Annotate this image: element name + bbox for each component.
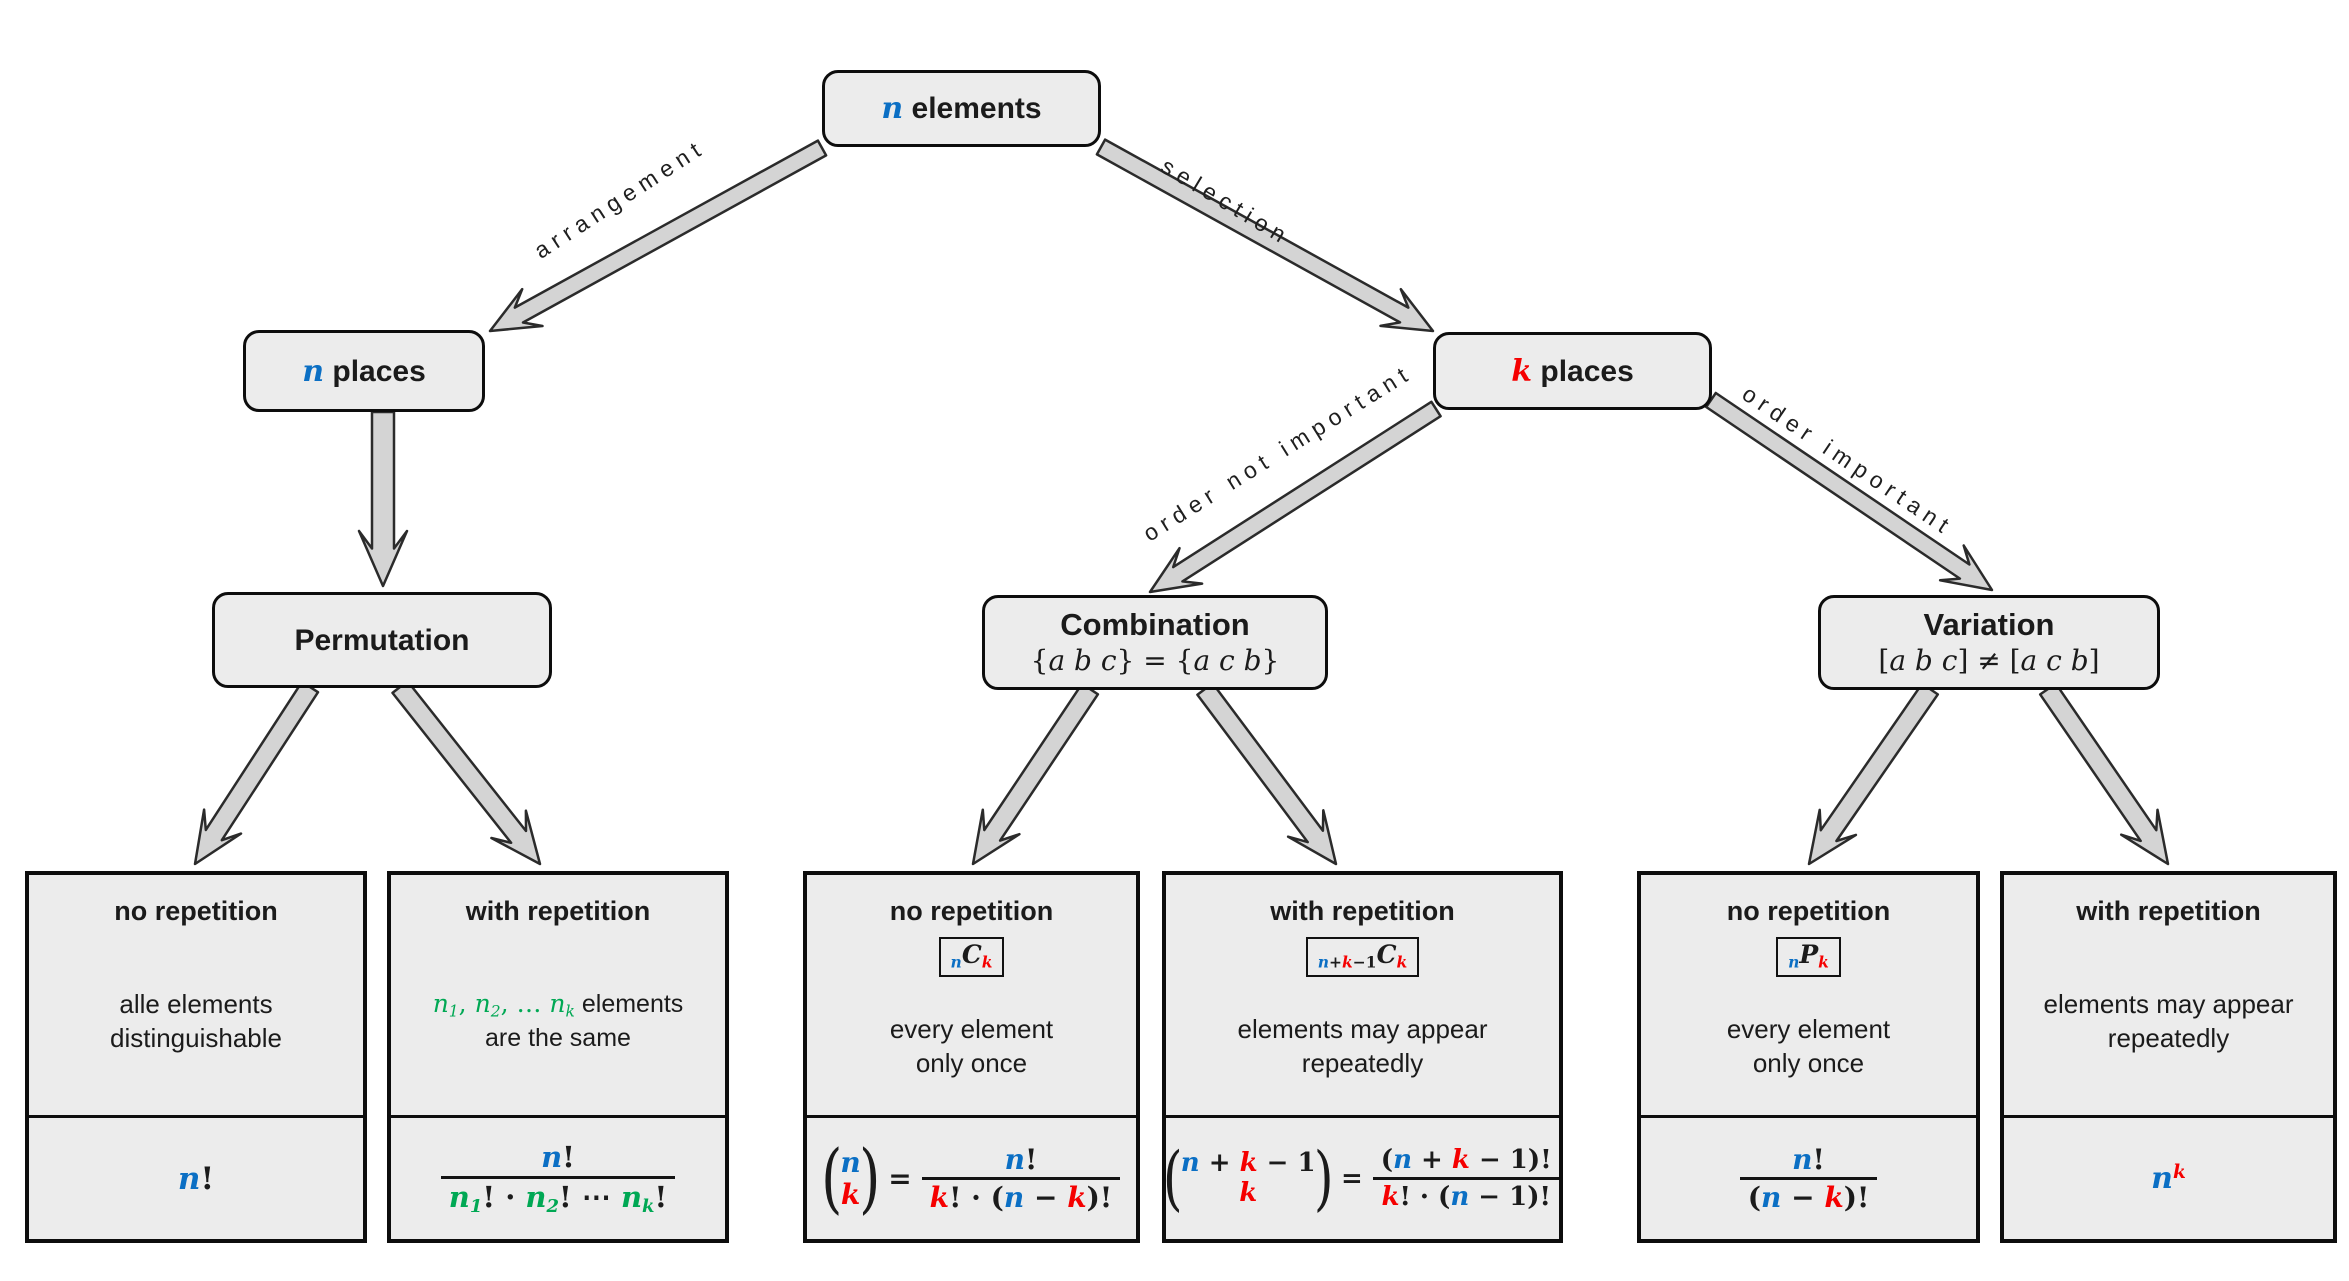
node-title: k places [1511,353,1634,389]
leaf-formula: nk [2004,1115,2333,1239]
leaf-heading: with repetition [2076,896,2261,926]
connector-arrow [193,680,320,866]
leaf-body: every element only once [889,1013,1054,1079]
binomial-coefficient: ( n k ) [820,1134,881,1223]
leaf-heading: no repetition [889,896,1054,926]
leaf-heading: no repetition [114,896,278,926]
leaf-formula: n! (n − k)! [1641,1115,1976,1239]
binomial-coefficient: ( n + k − 1 k ) [1163,1136,1334,1219]
leaf-combination-no-repetition: no repetition nCk every element only onc… [803,871,1140,1243]
leaf-combination-with-repetition: with repetition n+k−1Ck elements may app… [1162,871,1563,1243]
left-paren: ( [820,1134,843,1223]
node-n-places: n places [243,330,485,412]
connector-arrow [2038,682,2170,866]
leaf-formula: n! [29,1115,363,1239]
formula-symbol-badge: nCk [938,936,1005,978]
connector-arrow [1196,682,1338,866]
leaf-formula: ( n k ) = n! k! · (n − k)! [807,1115,1136,1239]
leaf-heading: with repetition [1270,896,1455,926]
leaf-variation-no-repetition: no repetition nPk every element only onc… [1637,871,1980,1243]
node-title: n places [302,353,426,389]
leaf-body: n1, n2, … nk elements are the same [432,988,684,1052]
leaf-formula: ( n + k − 1 k ) = (n + k − 1)! k! · (n −… [1163,1115,1560,1239]
right-paren: ) [858,1134,881,1223]
node-title: Combination [1060,607,1250,643]
left-paren: ( [1163,1136,1183,1219]
connector-arrow [357,410,409,588]
formula-symbol-badge: nPk [1776,936,1841,978]
connector-arrow [1148,400,1442,594]
node-n-elements: n elements [822,70,1101,147]
fraction: n! n1! · n2! ⋯ nk! [440,1139,676,1218]
node-title: Permutation [294,623,470,657]
fraction: n! k! · (n − k)! [921,1142,1121,1215]
right-paren: ) [1313,1136,1334,1219]
leaf-body: elements may appear repeatedly [1237,1013,1488,1079]
connector-arrow [971,682,1100,866]
connector-arrow [1807,682,1940,866]
leaf-body: alle elements distinguishable [109,988,282,1053]
leaf-permutation-no-repetition: no repetition alle elements distinguisha… [25,871,367,1243]
connector-arrow [488,139,828,333]
leaf-variation-with-repetition: with repetition elements may appear repe… [2000,871,2337,1243]
equals-sign: = [1340,1163,1363,1194]
leaf-body: elements may appear repeatedly [2043,988,2294,1053]
node-title: Variation [1923,607,2055,643]
fraction: n! (n − k)! [1739,1142,1878,1215]
leaf-heading: no repetition [1726,896,1891,926]
leaf-formula: n! n1! · n2! ⋯ nk! [391,1115,725,1239]
connector-arrow [1095,138,1435,333]
leaf-body: every element only once [1726,1013,1891,1079]
leaf-heading: with repetition [465,896,651,926]
connector-arrow [1704,391,1994,592]
node-k-places: k places [1433,332,1712,410]
connector-arrow [391,679,542,866]
equals-sign: = [888,1162,912,1195]
node-title: n elements [881,91,1042,126]
node-subtitle: [a b c] ≠ [a c b] [1878,644,2100,678]
node-variation: Variation [a b c] ≠ [a c b] [1818,595,2160,690]
node-subtitle: {a b c} = {a c b} [1030,644,1280,678]
formula-symbol-badge: n+k−1Ck [1305,936,1420,978]
node-permutation: Permutation [212,592,552,688]
fraction: (n + k − 1)! k! · (n − 1)! [1373,1143,1560,1213]
leaf-permutation-with-repetition: with repetition n1, n2, … nk elements ar… [387,871,729,1243]
node-combination: Combination {a b c} = {a c b} [982,595,1328,690]
